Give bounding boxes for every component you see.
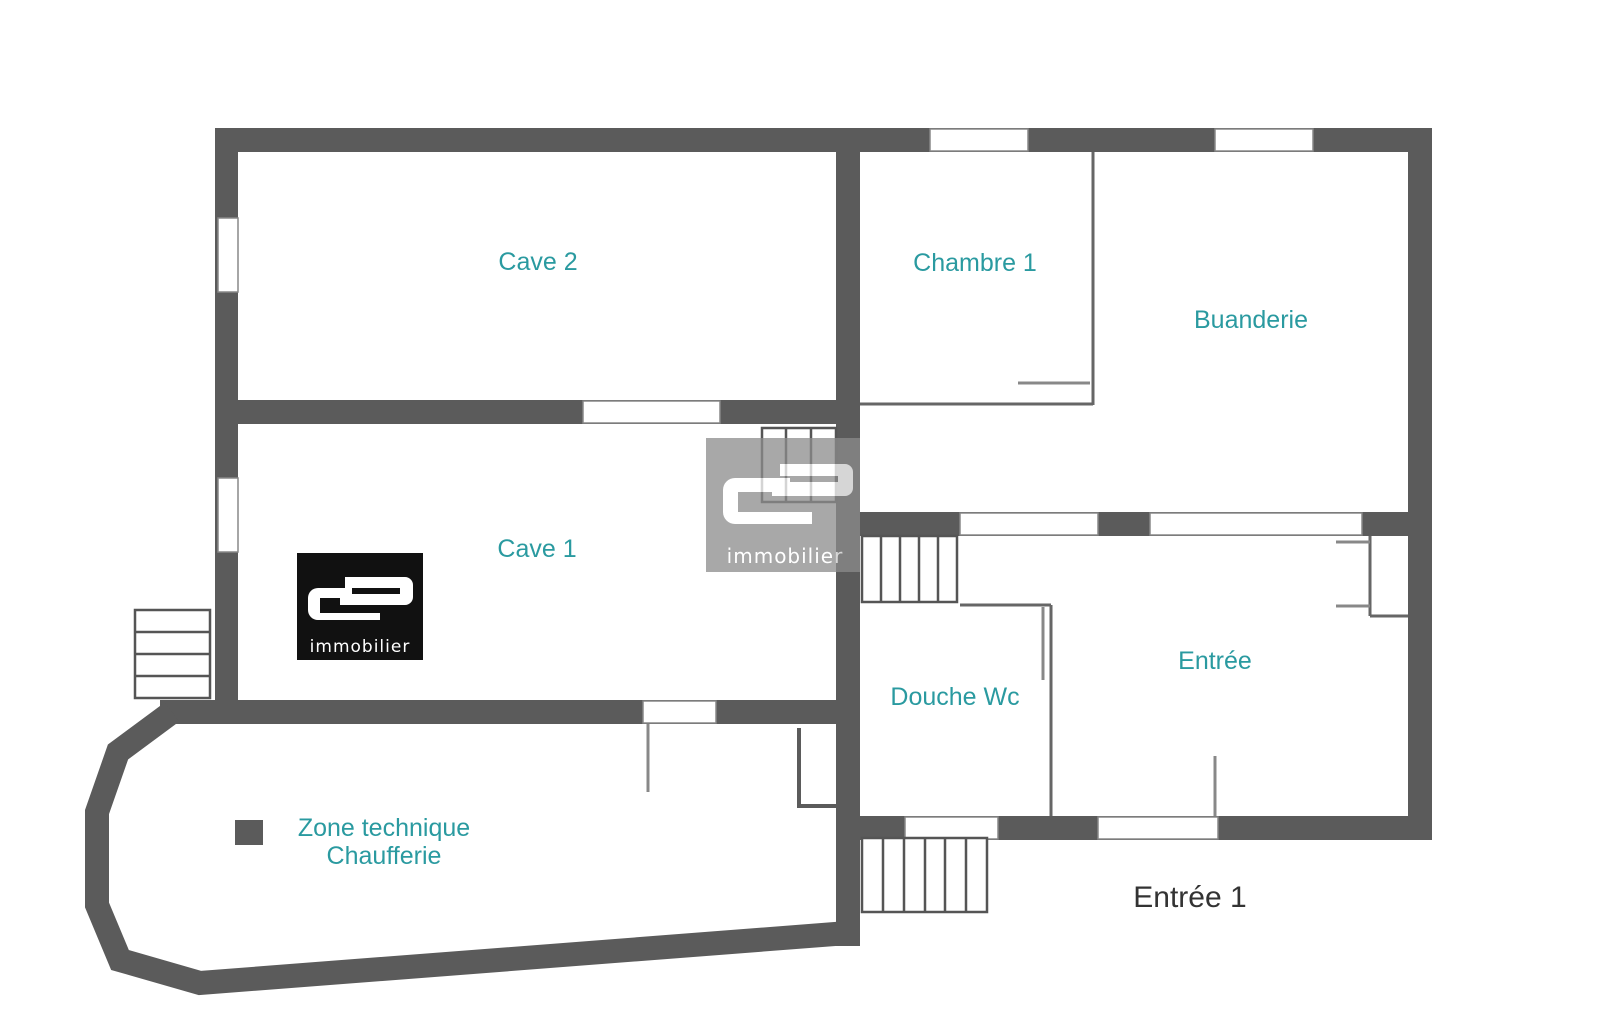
zone-technique-curved-wall	[85, 702, 860, 996]
closet-wall-bottom	[797, 804, 836, 808]
watermark-logo: immobilier	[706, 438, 860, 572]
logo-badge: immobilier	[297, 553, 423, 660]
right-wall	[1408, 128, 1432, 840]
boiler-icon	[235, 820, 263, 845]
stairs-left	[133, 608, 212, 700]
watermark-mark-icon-part	[723, 478, 812, 524]
window	[582, 400, 721, 424]
window	[929, 128, 1029, 152]
room-label-cave2: Cave 2	[498, 248, 577, 276]
window	[1214, 128, 1314, 152]
logo-mark-icon-part	[308, 588, 380, 620]
partitions	[860, 152, 1408, 816]
window	[217, 217, 239, 293]
stairs-entree	[860, 534, 959, 604]
entree1-label: Entrée 1	[1133, 881, 1246, 914]
logo-mark-icon	[340, 577, 413, 605]
closet-wall	[797, 728, 801, 808]
room-label-buanderie: Buanderie	[1194, 306, 1308, 334]
watermark-mark-icon	[772, 464, 853, 496]
cave1-bottom-wall	[160, 700, 836, 724]
doors	[646, 381, 1370, 816]
window	[904, 816, 999, 840]
logo-text: immobilier	[310, 637, 411, 657]
room-label-cave1: Cave 1	[497, 535, 576, 563]
room-labels: Cave 2 Cave 1 Chambre 1 Buanderie Entrée…	[298, 248, 1308, 914]
room-label-chambre1: Chambre 1	[913, 249, 1037, 277]
room-label-chaufferie: Chaufferie	[327, 842, 442, 870]
watermark-text: immobilier	[727, 544, 844, 568]
stairs-outside	[860, 836, 989, 914]
cave-divider-wall	[238, 400, 836, 424]
room-label-zone-technique: Zone technique	[298, 814, 470, 842]
room-label-entree: Entrée	[1178, 647, 1252, 675]
entrance-door	[1097, 816, 1219, 840]
window	[1149, 512, 1363, 536]
window	[217, 477, 239, 553]
window	[959, 512, 1099, 536]
windows	[217, 128, 1363, 840]
room-label-douche-wc: Douche Wc	[890, 683, 1019, 711]
door-opening	[642, 700, 717, 724]
